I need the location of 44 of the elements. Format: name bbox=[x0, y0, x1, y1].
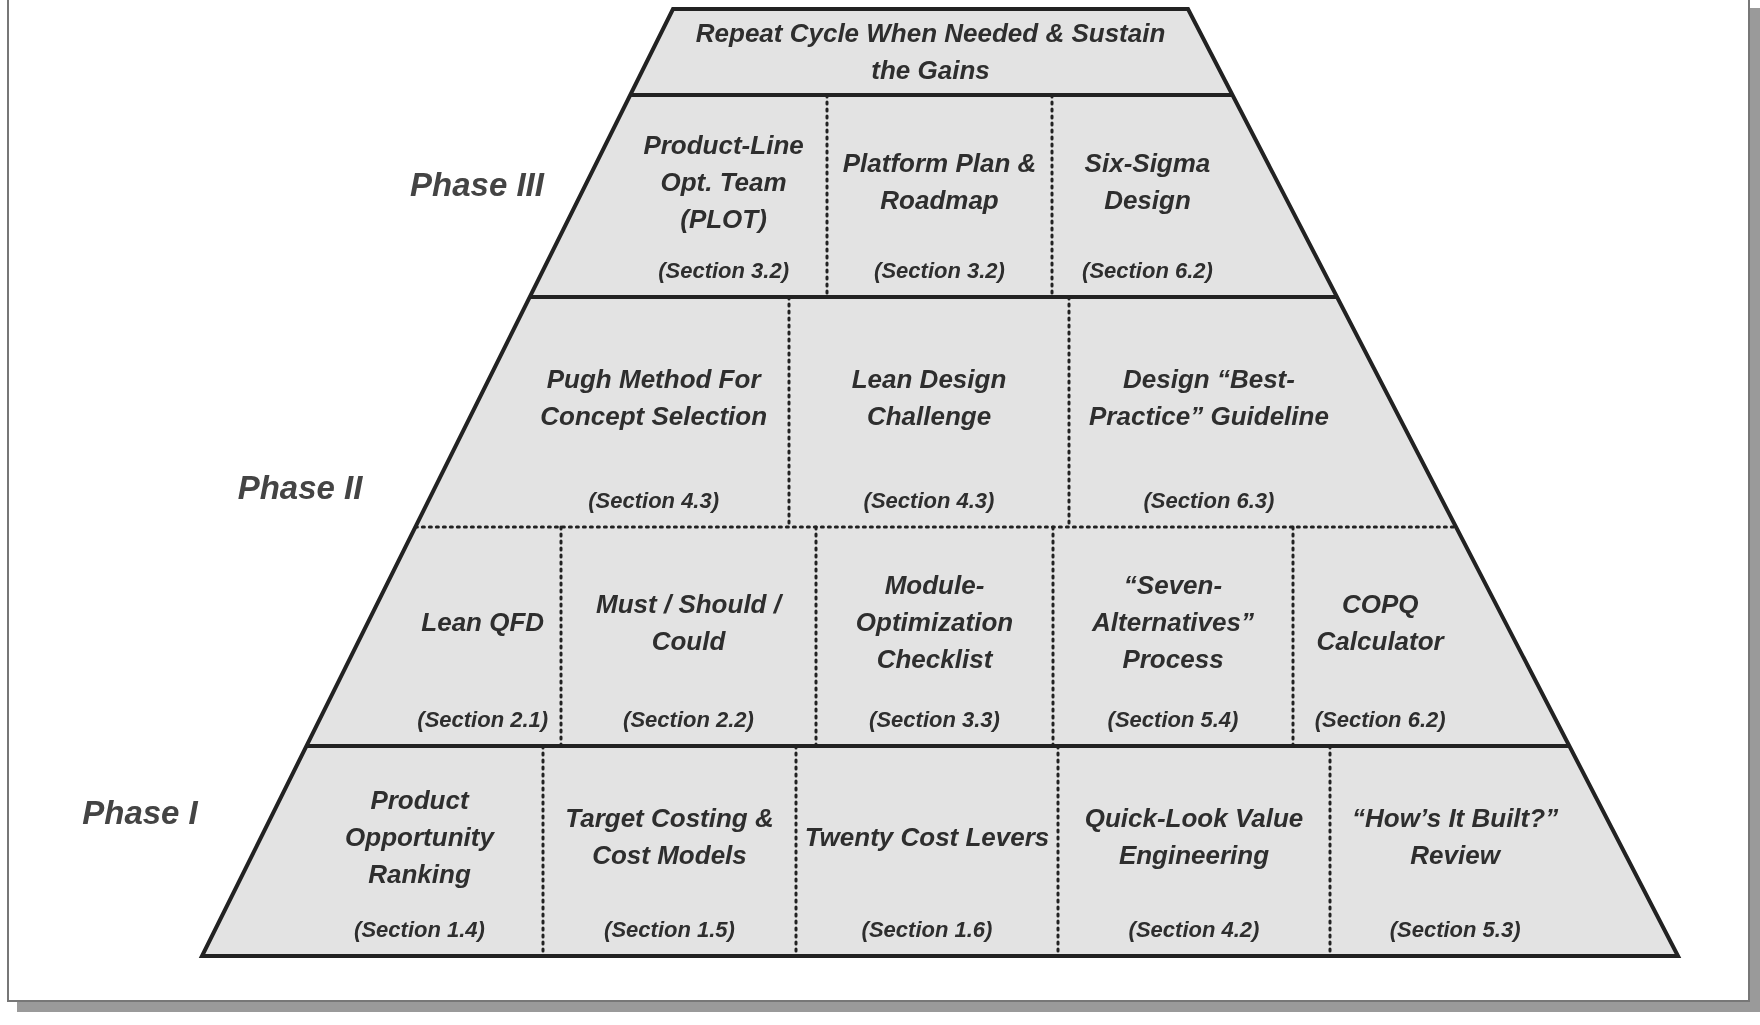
section-reference: (Section 3.3) bbox=[869, 706, 1000, 734]
cell-title: “How’s It Built?” Review bbox=[1351, 802, 1560, 872]
section-reference: (Section 5.4) bbox=[1107, 706, 1239, 734]
cell-title: Product Opportunity Ranking bbox=[344, 783, 496, 891]
pyramid-cell bbox=[543, 746, 796, 956]
cell-title: Product-Line Opt. Team (PLOT) bbox=[642, 128, 805, 236]
phase-label: Phase II bbox=[237, 468, 363, 509]
section-reference: (Section 3.2) bbox=[874, 257, 1005, 285]
section-reference: (Section 1.5) bbox=[604, 916, 735, 944]
cell-title: Six-Sigma Design bbox=[1083, 147, 1212, 217]
section-reference: (Section 6.3) bbox=[1143, 487, 1275, 515]
section-reference: (Section 4.2) bbox=[1128, 916, 1260, 944]
pyramid-cell bbox=[1058, 746, 1330, 956]
cell-title: Lean QFD bbox=[421, 606, 545, 639]
cell-title: Lean Design Challenge bbox=[850, 363, 1008, 433]
cell-title: Target Costing & Cost Models bbox=[564, 802, 775, 872]
pyramid-cell bbox=[789, 297, 1069, 527]
cell-title: Quick-Look Value Engineering bbox=[1083, 802, 1305, 872]
section-reference: (Section 1.6) bbox=[861, 916, 993, 944]
cell-title: Platform Plan & Roadmap bbox=[841, 147, 1038, 217]
section-reference: (Section 6.2) bbox=[1082, 257, 1213, 285]
cell-title: Pugh Method For Concept Selection bbox=[539, 363, 769, 433]
cell-title: Must / Should / Could bbox=[595, 587, 784, 658]
pyramid-cell bbox=[827, 95, 1052, 297]
pyramid-cell bbox=[1053, 527, 1293, 746]
phase-label: Phase I bbox=[82, 793, 198, 834]
cell-title: COPQ Calculator bbox=[1315, 587, 1446, 658]
pyramid-cell bbox=[561, 527, 816, 746]
pyramid-cell bbox=[816, 527, 1053, 746]
phase-label: Phase III bbox=[410, 165, 544, 206]
section-reference: (Section 2.2) bbox=[623, 706, 754, 734]
section-reference: (Section 6.2) bbox=[1314, 706, 1446, 734]
section-reference: (Section 5.3) bbox=[1389, 916, 1521, 944]
cell-title: Module-Optimization Checklist bbox=[854, 569, 1015, 676]
cell-title: Twenty Cost Levers bbox=[804, 820, 1050, 854]
section-reference: (Section 4.3) bbox=[863, 487, 995, 515]
section-reference: (Section 2.1) bbox=[417, 706, 549, 734]
section-reference: (Section 3.2) bbox=[658, 257, 789, 285]
section-reference: (Section 1.4) bbox=[354, 916, 485, 944]
cell-title: Design “Best-Practice” Guideline bbox=[1088, 363, 1330, 433]
cell-title: Repeat Cycle When Needed & Sustain the Gains bbox=[694, 17, 1167, 87]
cell-title: “Seven-Alternatives” Process bbox=[1090, 569, 1255, 676]
pyramid-cell bbox=[796, 746, 1058, 956]
section-reference: (Section 4.3) bbox=[588, 487, 720, 515]
